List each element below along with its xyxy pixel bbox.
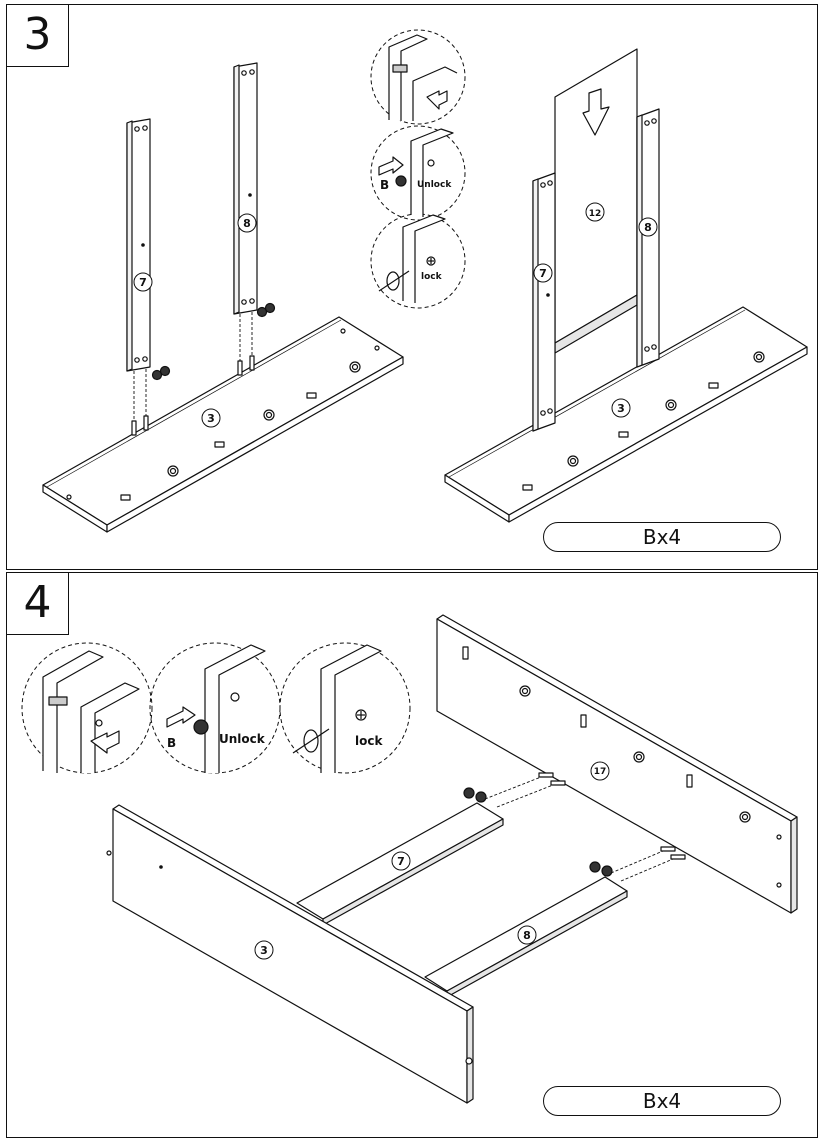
step-4-label-17-circle [590, 761, 610, 781]
step-4-hardware-b: B [167, 736, 176, 750]
step-4-label-3-circle [254, 940, 274, 960]
step-4-quantity-badge: Bx4 [543, 1086, 781, 1116]
step-3-label-7-right-circle [533, 263, 553, 283]
step-3-base-board-left [42, 316, 404, 533]
step-3-lock-text: lock [421, 272, 443, 282]
step-3-illustration: 7 8 3 12 7 8 3 B Unlock lock [42, 29, 808, 533]
step-4-back-panel-17 [436, 614, 798, 914]
step-4-label-7-circle [391, 851, 411, 871]
step-4-illustration: 3 17 7 8 B Unlock lock [21, 614, 798, 1104]
step-4-front-panel-3 [106, 804, 474, 1104]
step-3-hardware-b: B [380, 178, 389, 192]
step-3-number: 3 [7, 5, 69, 67]
step-3-post-7-right [532, 172, 556, 432]
step-3-detail-insert [388, 34, 458, 121]
step-3-post-8-left [233, 62, 258, 315]
step-3-label-8-left-circle [237, 213, 257, 233]
step-3-label-3-right: 3 [617, 402, 625, 415]
step-4-label-7: 7 [397, 855, 405, 868]
step-3-detail-lock [378, 214, 446, 303]
step-3-detail-unlock [378, 128, 454, 217]
step-4-label-8: 8 [523, 929, 531, 942]
step-4-panel: 4 Bx4 [6, 572, 818, 1138]
step-3-label-3-left: 3 [207, 412, 215, 425]
step-3-label-7-left: 7 [139, 276, 147, 289]
step-4-unlock-text: Unlock [219, 732, 266, 746]
step-3-label-3-left-circle [201, 408, 221, 428]
step-4-label-17: 17 [594, 767, 607, 777]
step-3-label-8-right-circle [638, 217, 658, 237]
step-3-unlock-text: Unlock [417, 180, 452, 190]
step-3-post-8-right [636, 108, 660, 368]
step-3-label-12-circle [585, 202, 605, 222]
step-3-quantity-badge: Bx4 [543, 522, 781, 552]
step-3-panel: 3 Bx4 [6, 4, 818, 570]
step-3-post-7-left [126, 118, 151, 372]
step-3-label-7-right: 7 [539, 267, 547, 280]
step-3-label-8-left: 8 [243, 217, 251, 230]
step-3-back-panel-12 [554, 48, 638, 354]
step-3-label-7-left-circle [133, 272, 153, 292]
step-4-detail-lock [292, 644, 382, 773]
step-4-label-3: 3 [260, 944, 268, 957]
step-3-label-3-right-circle [611, 398, 631, 418]
step-4-number: 4 [7, 573, 69, 635]
step-4-lock-text: lock [355, 734, 383, 748]
step-4-detail-unlock [166, 644, 266, 773]
step-3-label-8-right: 8 [644, 221, 652, 234]
step-4-label-8-circle [517, 925, 537, 945]
step-4-detail-insert [42, 650, 140, 773]
step-3-label-12: 12 [589, 209, 602, 219]
